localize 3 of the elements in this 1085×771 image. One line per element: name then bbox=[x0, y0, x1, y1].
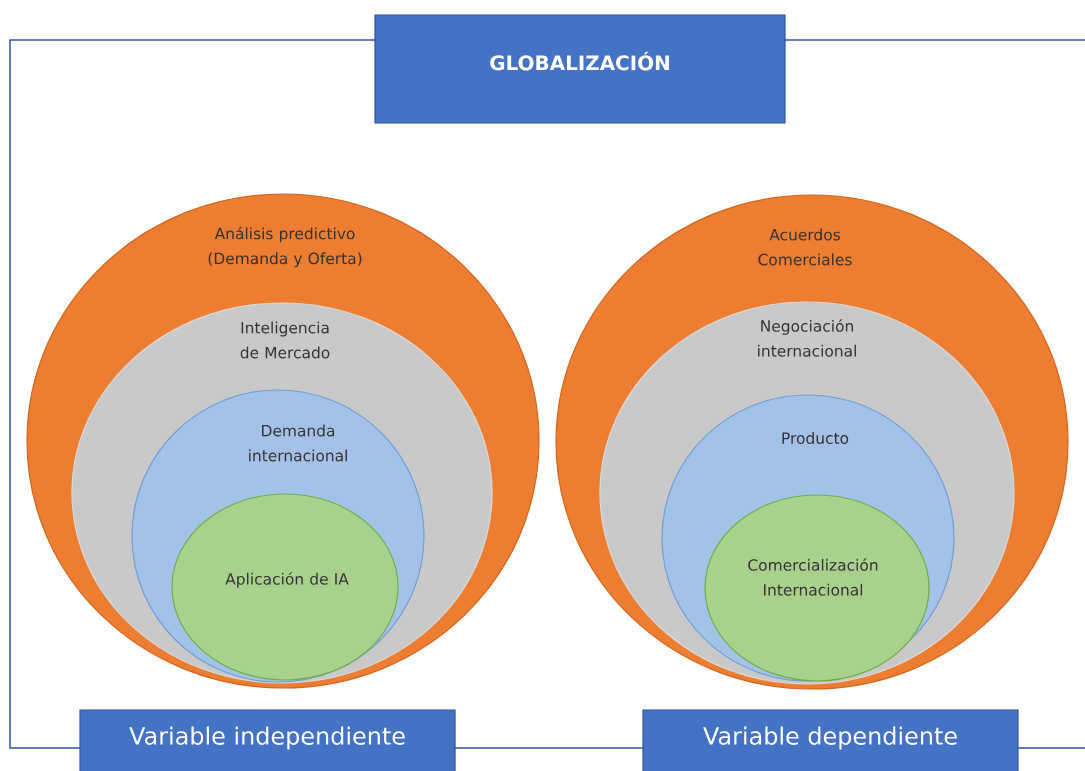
title-box: GLOBALIZACIÓN bbox=[374, 14, 786, 124]
title-box: Variable independiente bbox=[79, 709, 456, 771]
title-box: Variable dependiente bbox=[642, 709, 1019, 771]
